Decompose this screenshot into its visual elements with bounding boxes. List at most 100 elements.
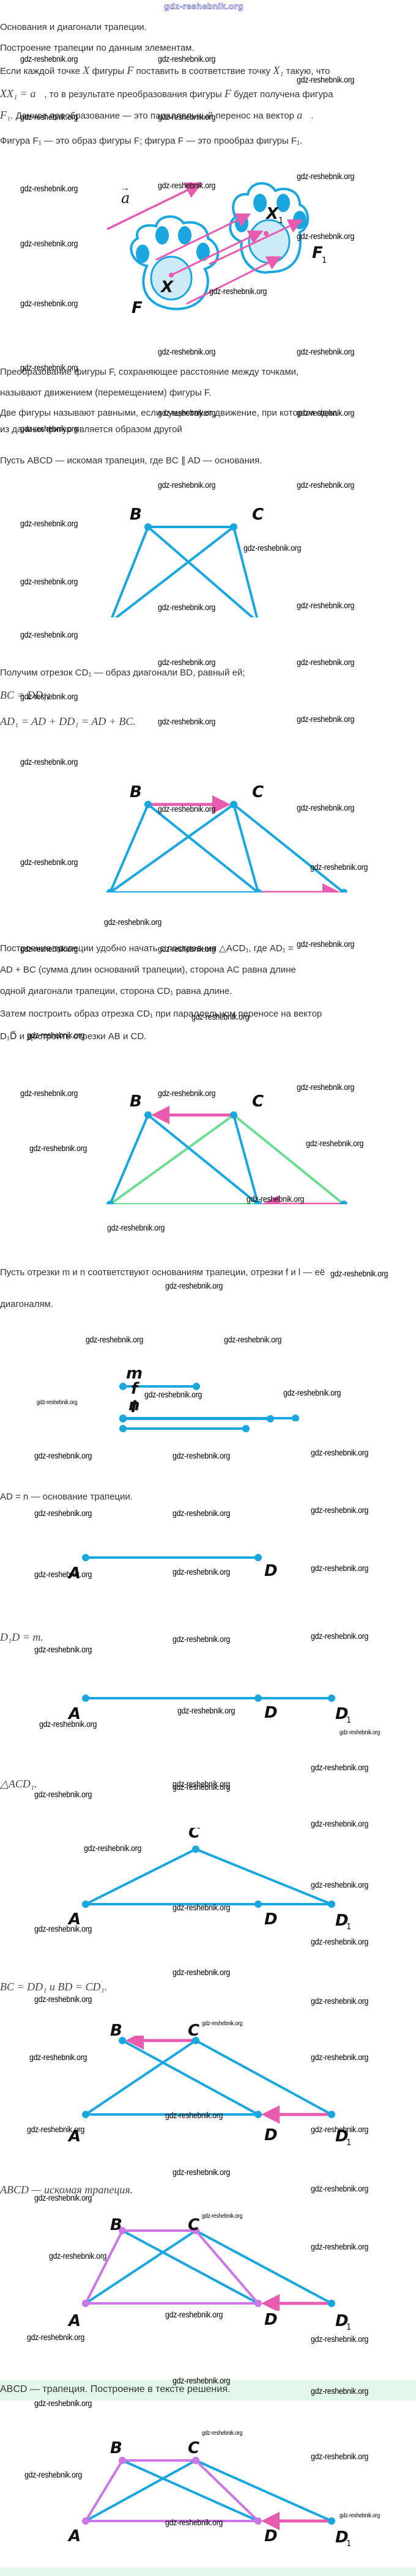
segment-AB <box>84 2459 124 2522</box>
watermark-text: gdz-reshebnik.org <box>297 939 355 949</box>
watermark-text: gdz-reshebnik.org <box>311 1819 369 1828</box>
label-a: a <box>121 190 130 207</box>
label-C: C <box>252 506 264 524</box>
figure-construct-b-labels: B C <box>110 2022 199 2036</box>
label-F1: F <box>312 244 323 262</box>
text-abcd-required: ABCD — искомая трапеция. <box>0 2184 133 2196</box>
watermark-text: gdz-reshebnik.org <box>158 54 216 64</box>
segment-CD1 <box>195 2229 332 2305</box>
label-D: D <box>264 2311 278 2329</box>
watermark-text: gdz-reshebnik.org <box>20 518 78 528</box>
text-part: такую, что <box>283 66 330 76</box>
point-B <box>119 2457 126 2464</box>
point-B <box>119 2037 126 2044</box>
point-C <box>230 523 237 531</box>
watermark-text: gdz-reshebnik.org <box>20 362 78 372</box>
watermark-text: gdz-reshebnik.org <box>34 1644 92 1654</box>
text-bases-diagonals: Основания и диагонали трапеции. <box>0 22 147 32</box>
label-C: C <box>188 2216 199 2231</box>
text-image-preimage: Фигура F₁ — это образ фигуры F; фигура F… <box>0 136 303 146</box>
watermark-text: gdz-reshebnik.org <box>330 1268 388 1278</box>
translation-arrow <box>209 219 303 265</box>
label-D1-sub: 1 <box>346 2138 351 2147</box>
watermark-text: gdz-reshebnik.org <box>165 2517 223 2527</box>
site-watermark-header: gdz-reshebnik.org <box>164 1 243 12</box>
watermark-text: gdz-reshebnik.org <box>20 691 78 701</box>
segment-l-end <box>267 1415 274 1422</box>
point-D <box>254 2300 262 2307</box>
watermark-text: gdz-reshebnik.org <box>20 857 78 867</box>
label-m: m <box>126 1364 143 1383</box>
text-part: поставить в соответствие точку <box>133 66 273 76</box>
segment-CD1 <box>195 1848 332 1905</box>
point-D1 <box>328 2300 335 2307</box>
watermark-text: gdz-reshebnik.org <box>297 480 355 490</box>
watermark-text: gdz-reshebnik.org <box>173 1902 231 1912</box>
label-D1-sub: 1 <box>346 2323 351 2332</box>
watermark-text: gdz-reshebnik.org <box>20 1088 78 1098</box>
label-D1: D <box>335 1912 349 1930</box>
label-A: A <box>67 1564 81 1583</box>
figure-segment-ad: A D <box>67 1554 278 1583</box>
point-C <box>230 801 237 808</box>
segment-m-start <box>119 1383 127 1390</box>
label-X1-sub: 1 <box>278 216 283 226</box>
segment-n-end <box>292 1415 299 1421</box>
point-D <box>254 1201 262 1204</box>
figure-segment-labels: f <box>131 1380 140 1398</box>
watermark-text: gdz-reshebnik.org <box>49 2251 107 2261</box>
watermark-text: gdz-reshebnik.org <box>20 298 78 308</box>
watermark-text: gdz-reshebnik.org <box>297 803 355 812</box>
watermark-text: gdz-reshebnik.org <box>173 1567 231 1577</box>
label-A: A <box>67 2127 81 2146</box>
label-C: C <box>188 1828 200 1842</box>
text-translation-def-3: F₁. Данное преобразование — это параллел… <box>0 109 313 122</box>
label-B: B <box>110 2439 122 2457</box>
watermark-text: gdz-reshebnik.org <box>158 804 216 814</box>
watermark-text: gdz-reshebnik.org <box>173 1782 231 1792</box>
segment-CD1 <box>195 2039 332 2116</box>
figure-construct-b <box>82 2036 335 2124</box>
answer-box <box>0 2380 416 2401</box>
figure-final-bottom-labels: A D D 1 <box>67 2311 351 2332</box>
watermark-text: gdz-reshebnik.org <box>20 757 78 767</box>
point-B <box>144 523 152 531</box>
watermark-text: gdz-reshebnik.org <box>243 543 302 553</box>
point-D <box>254 1901 262 1908</box>
figure-final-top-labels: B C <box>110 2216 199 2231</box>
point-A <box>82 2300 89 2307</box>
watermark-text: gdz-reshebnik.org <box>158 602 216 612</box>
watermark-text: gdz-reshebnik.org <box>158 1088 216 1098</box>
text-part: фигуры <box>89 66 127 76</box>
figure-trapezoid-back-translation: B C A D D 1 <box>106 1092 347 1204</box>
figure-triangle-acd1: C A D D 1 <box>67 1828 351 1932</box>
watermark-text-small: gdz-reshebnik.org <box>340 2512 380 2519</box>
label-A: A <box>67 2527 81 2545</box>
translation-arrow <box>155 213 251 261</box>
label-D: D <box>264 1562 278 1580</box>
watermark-text: gdz-reshebnik.org <box>311 1937 369 1946</box>
point-A <box>82 1554 89 1561</box>
point-B <box>119 2227 126 2234</box>
watermark-text: gdz-reshebnik.org <box>209 286 267 296</box>
watermark-text: gdz-reshebnik.org <box>297 1082 355 1092</box>
label-D1-sub: 1 <box>346 1923 351 1932</box>
point-C <box>192 2227 199 2234</box>
text-part: Если каждой точке <box>0 66 83 76</box>
watermark-text: gdz-reshebnik.org <box>84 1843 142 1853</box>
watermark-text: gdz-reshebnik.org <box>165 2309 223 2319</box>
watermark-text: gdz-reshebnik.org <box>165 1281 223 1290</box>
watermark-text: gdz-reshebnik.org <box>247 1194 305 1204</box>
math-vector-a: a⃗ <box>297 109 311 121</box>
diagonal-BD <box>122 2229 259 2305</box>
label-B: B <box>130 506 142 524</box>
watermark-text: gdz-reshebnik.org <box>104 917 162 927</box>
watermark-text: gdz-reshebnik.org <box>34 2398 92 2408</box>
watermark-text: gdz-reshebnik.org <box>177 1706 236 1715</box>
paw-figure-F1 <box>229 182 310 274</box>
watermark-text: gdz-reshebnik.org <box>311 2124 369 2134</box>
text-construction-then-2: D₁D⃗ и достроить отрезки AB и CD. <box>0 1031 147 1042</box>
label-C: C <box>252 783 264 801</box>
figure-final-trapezoid <box>82 2227 335 2311</box>
watermark-text: gdz-reshebnik.org <box>29 2052 87 2062</box>
